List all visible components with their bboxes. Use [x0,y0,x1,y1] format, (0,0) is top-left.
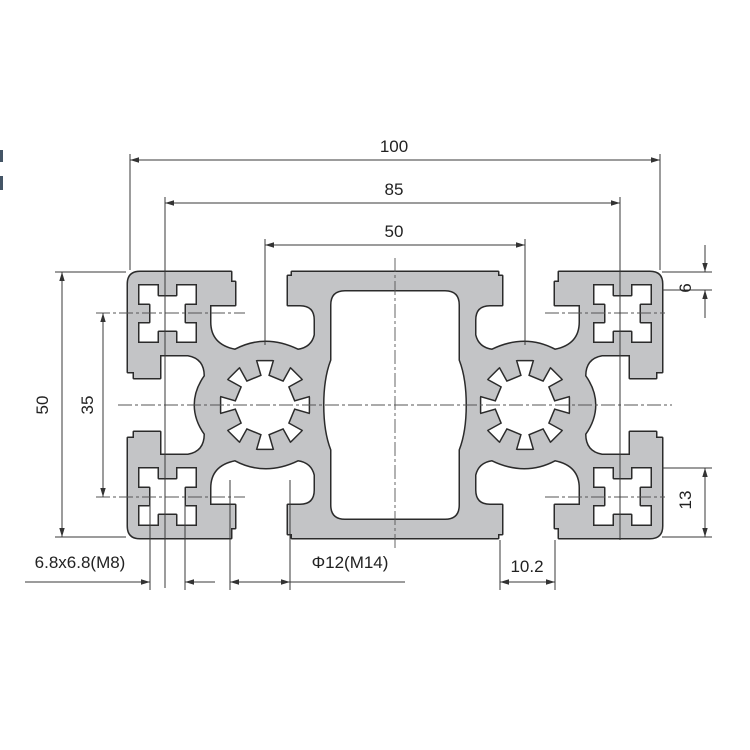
dim-slot-center-width: 85 [385,180,404,199]
dim-overall-width: 100 [380,137,408,156]
dim-bore: Φ12(M14) [312,553,389,572]
dim-slot-center-height: 35 [78,396,97,415]
dim-flange-thickness: 6 [676,283,695,292]
dim-slot-opening: 10.2 [510,557,543,576]
dim-overall-height: 50 [33,396,52,415]
dim-slot-depth: 13 [676,491,695,510]
edge-artifact [0,176,3,190]
dimension-lines [25,157,708,585]
extension-lines [55,154,712,590]
dim-boss-center-width: 50 [385,222,404,241]
center-bore-right [479,359,571,451]
edge-artifact [0,150,3,162]
dim-slot-size: 6.8x6.8(M8) [35,553,126,572]
centerlines [96,258,672,548]
